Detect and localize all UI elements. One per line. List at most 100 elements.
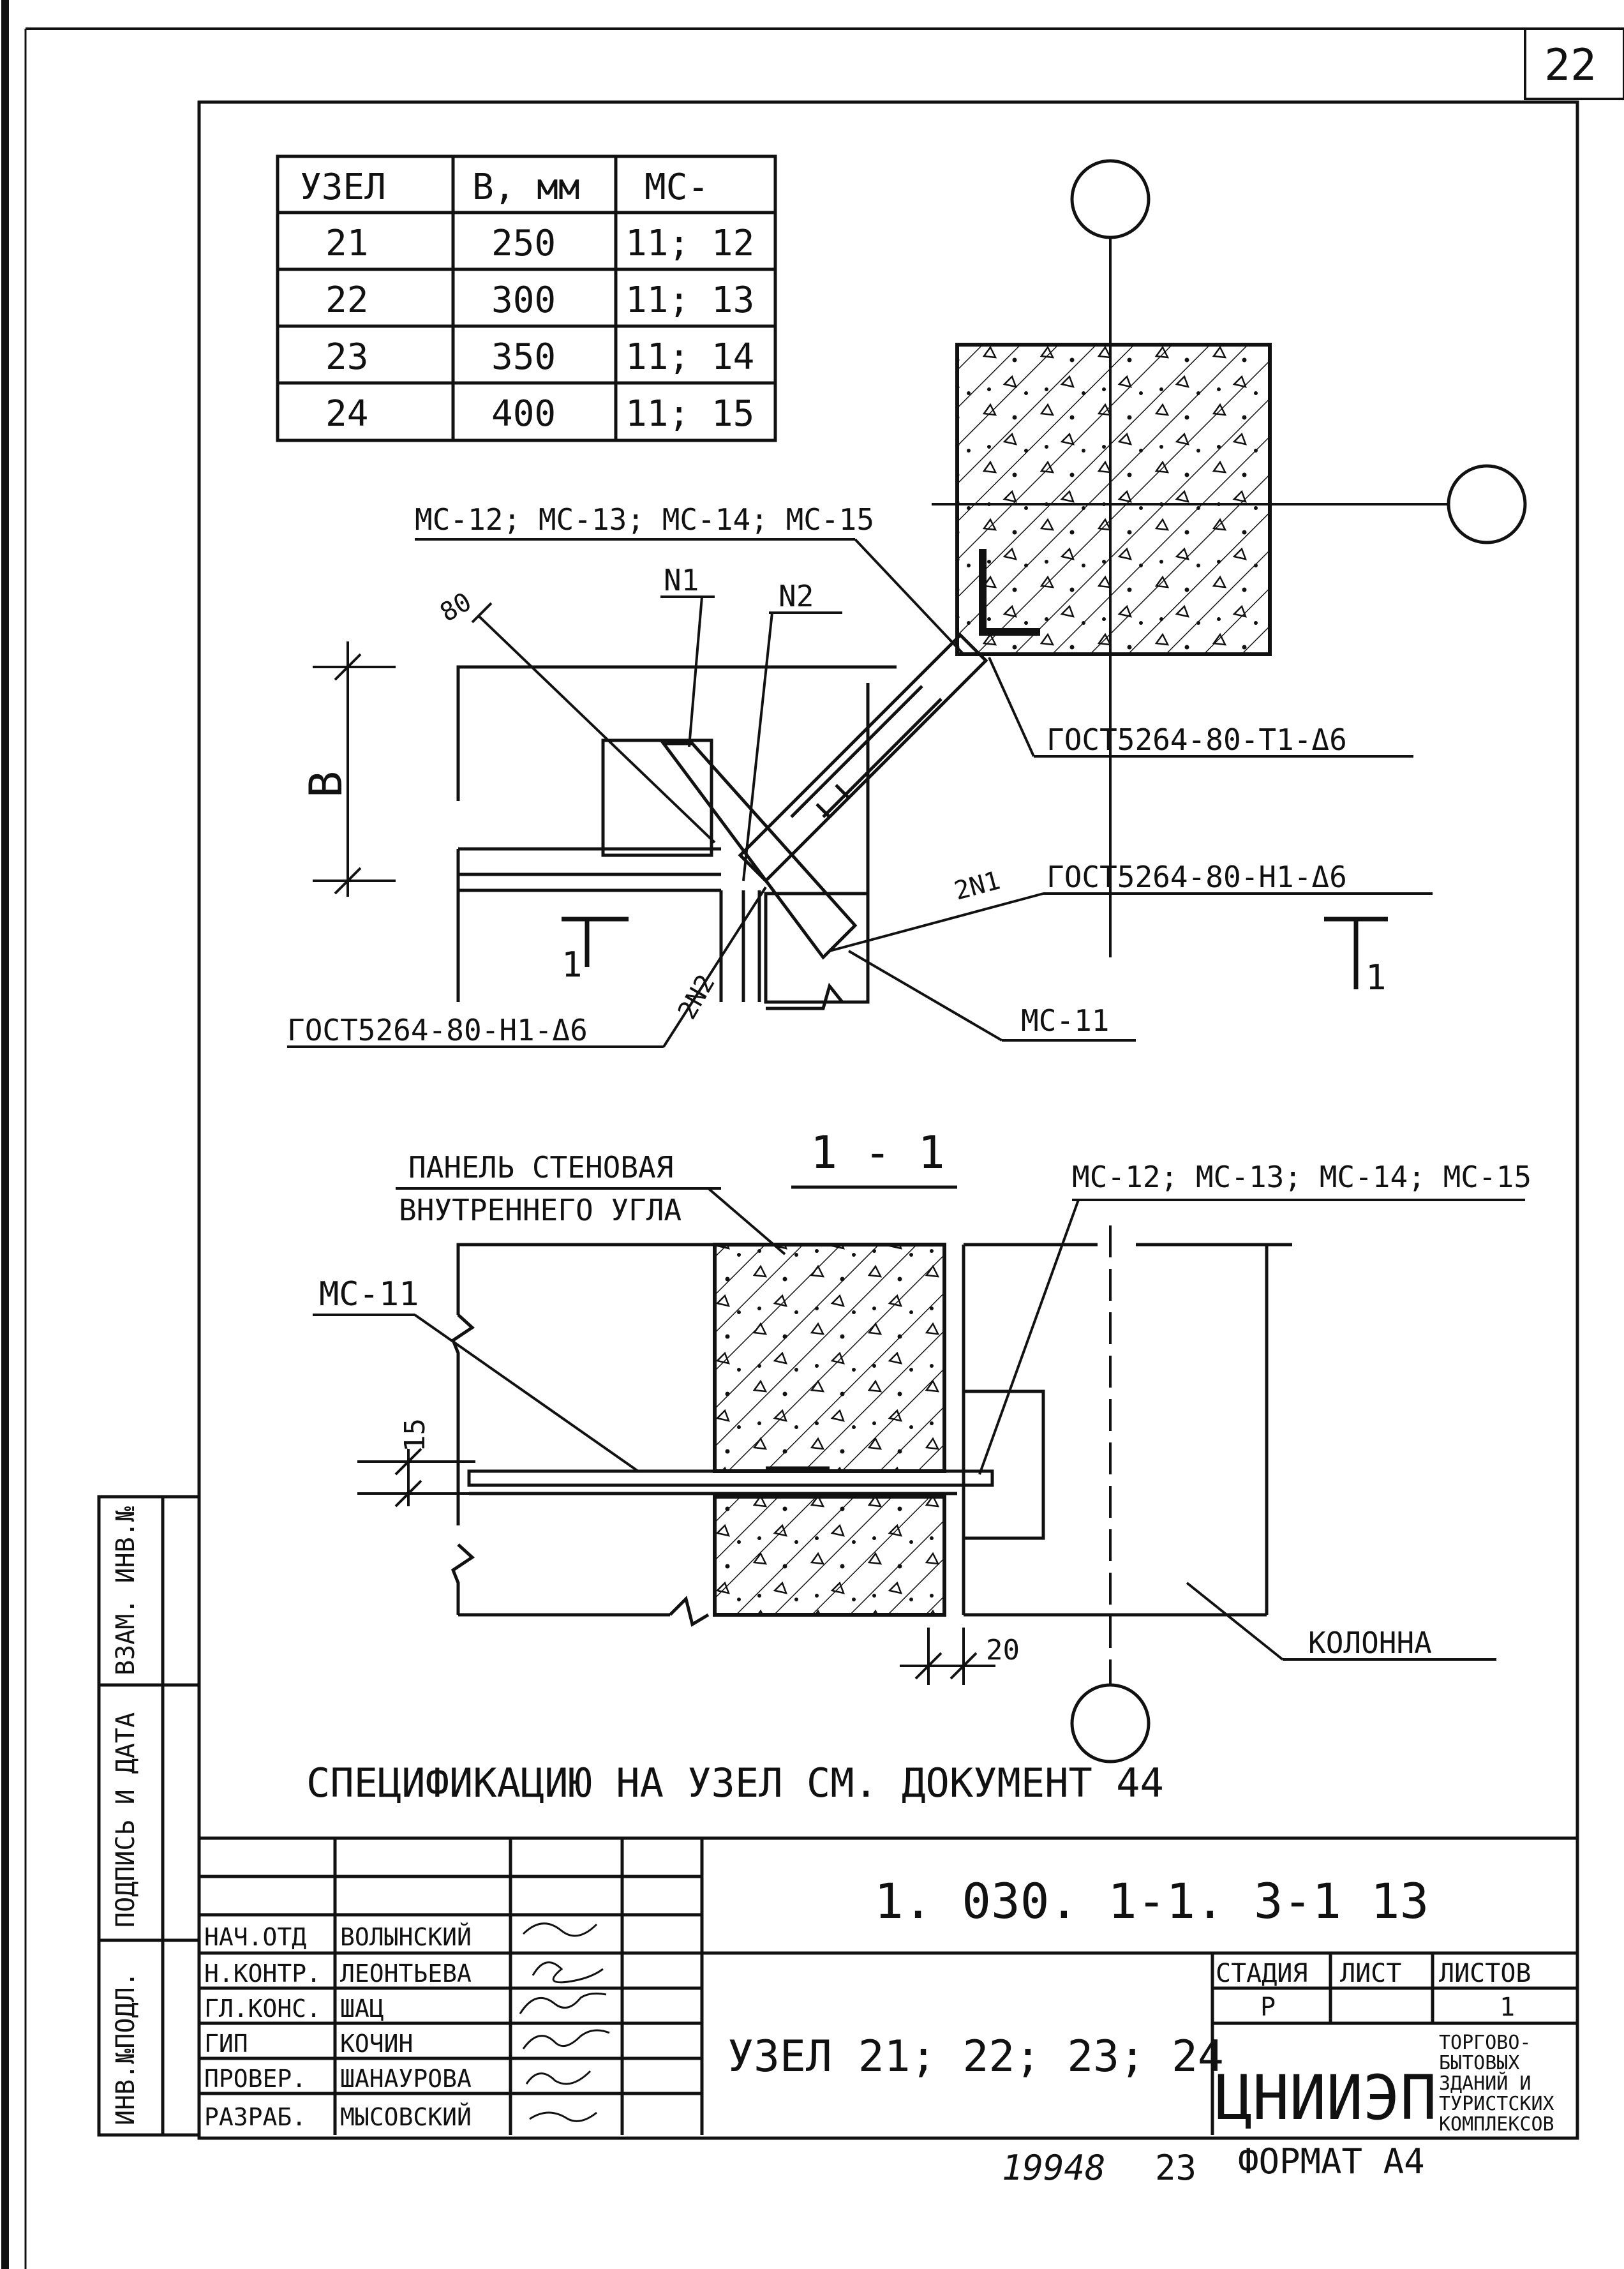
side-stamp-sign: ПОДПИСЬ И ДАТА — [111, 1712, 140, 1928]
label-weld-t1: ГОСТ5264-80-Т1-Δ6 — [1047, 723, 1347, 757]
doc-code: 1. 030. 1-1. 3-1 13 — [874, 1873, 1429, 1929]
role-label: ГЛ.КОНС. — [204, 1995, 321, 2023]
axis-bubble-right — [1447, 464, 1527, 544]
leader-ms11-plan — [847, 950, 1136, 1042]
label-n2: N2 — [778, 579, 814, 613]
plate-ms12-15-plan — [738, 633, 988, 883]
org-sub: ТУРИСТСКИХ — [1439, 2093, 1554, 2115]
table-cell: 23 — [325, 336, 368, 378]
table-header-ms: МС- — [644, 167, 709, 208]
label-weld-bottom: ГОСТ5264-80-Н1-Δ6 — [287, 1013, 588, 1047]
wall-panel-plan — [456, 665, 897, 1010]
stage-header: СТАДИЯ — [1216, 1959, 1308, 1988]
dim-80-label: 80 — [435, 587, 477, 628]
table-cell: 11; 12 — [625, 223, 754, 264]
table-cell: 22 — [325, 280, 368, 321]
dim-b-label: В — [300, 771, 352, 798]
panel-label-1: ПАНЕЛЬ СТЕНОВАЯ — [408, 1150, 673, 1185]
sheet-number: 22 — [1544, 40, 1597, 91]
column-plan — [932, 236, 1449, 957]
table-header-b: В, мм — [472, 167, 580, 208]
table-cell: 11; 15 — [625, 393, 754, 435]
footer-page: 23 — [1155, 2148, 1196, 2188]
label-ms11-section: МС-11 — [319, 1275, 419, 1314]
label-ms12-15-section: МС-12; МС-13; МС-14; МС-15 — [1072, 1160, 1531, 1194]
footer-format: ФОРМАТ А4 — [1238, 2141, 1425, 2182]
title-block — [199, 1836, 1577, 2135]
role-label: ПРОВЕР. — [204, 2065, 306, 2093]
role-name: ВОЛЫНСКИЙ — [340, 1923, 472, 1951]
dim-80-line — [471, 602, 716, 844]
role-name: ШАЦ — [340, 1995, 384, 2023]
role-label: РАЗРАБ. — [204, 2103, 306, 2131]
axis-bubble-bottom — [1070, 1683, 1151, 1764]
role-name: МЫСОВСКИЙ — [340, 2103, 472, 2131]
dim-15-label: 15 — [399, 1418, 431, 1452]
table-cell: 400 — [491, 393, 556, 435]
cut-label-left: 1 — [562, 945, 583, 985]
role-label: НАЧ.ОТД — [204, 1923, 306, 1951]
sheets-header: ЛИСТОВ — [1439, 1959, 1531, 1988]
dim-20-line — [900, 1628, 995, 1685]
plate-section — [467, 1466, 994, 1495]
cut-mark-right — [1324, 917, 1388, 989]
leader-weld-t1 — [988, 657, 1413, 758]
signatures — [519, 1922, 610, 2122]
table-header-node: УЗЕЛ — [300, 167, 386, 208]
org-sub: БЫТОВЫХ — [1439, 2052, 1519, 2074]
leader-ms11-section — [313, 1314, 639, 1472]
org-name: ЦНИИЭП — [1216, 2062, 1437, 2134]
stage-value: Р — [1260, 1993, 1276, 2022]
label-weld-2n1: ГОСТ5264-80-Н1-Δ6 — [1047, 860, 1347, 894]
table-cell: 11; 13 — [625, 280, 754, 321]
org-sub: ЗДАНИЙ И — [1439, 2072, 1531, 2095]
role-name: КОЧИН — [340, 2030, 413, 2058]
label-weld-2n1-mark: 2N1 — [951, 866, 1004, 906]
label-column: КОЛОННА — [1308, 1626, 1432, 1660]
panel-label-2: ВНУТРЕННЕГО УГЛА — [399, 1193, 682, 1227]
cut-label-right: 1 — [1366, 957, 1387, 998]
side-stamp-vzam: ВЗАМ. ИНВ.№ — [111, 1506, 140, 1675]
dim-15-line — [357, 1448, 475, 1508]
leader-n1 — [660, 595, 715, 747]
table-cell: 24 — [325, 393, 368, 435]
column-section — [962, 1243, 1292, 1617]
sheets-value: 1 — [1500, 1993, 1515, 2022]
role-label: Н.КОНТР. — [204, 1959, 321, 1988]
table-cell: 300 — [491, 280, 556, 321]
role-label: ГИП — [204, 2030, 248, 2058]
label-weld-2n2-mark: 2N2 — [673, 970, 721, 1024]
label-ms12-15-plan: МС-12; МС-13; МС-14; МС-15 — [415, 502, 874, 537]
role-name: ШАНАУРОВА — [340, 2065, 472, 2093]
table-cell: 11; 14 — [625, 336, 754, 378]
cut-mark-left — [562, 917, 629, 967]
side-stamp — [97, 1495, 201, 2137]
drawing-title: УЗЕЛ 21; 22; 23; 24 — [727, 2032, 1224, 2082]
axis-bubble-top — [1070, 159, 1151, 239]
role-name: ЛЕОНТЬЕВА — [340, 1959, 472, 1988]
side-stamp-inv: ИНВ.№ПОДЛ. — [111, 1972, 140, 2125]
drawing-frame — [197, 100, 1579, 2140]
dim-20-label: 20 — [986, 1634, 1020, 1666]
label-ms11-plan: МС-11 — [1021, 1003, 1109, 1038]
table-cell: 250 — [491, 223, 556, 264]
sheet-header: ЛИСТ — [1340, 1959, 1401, 1988]
label-n1: N1 — [664, 563, 699, 597]
leader-weld-2n1 — [829, 892, 1433, 952]
leader-column — [1186, 1582, 1496, 1661]
plate-ms11-plan — [660, 742, 858, 960]
section-title: 1 - 1 — [810, 1127, 945, 1179]
org-sub: ТОРГОВО- — [1439, 2032, 1531, 2054]
org-sub: КОМПЛЕКСОВ — [1439, 2113, 1554, 2136]
leader-n2 — [742, 611, 842, 881]
leader-ms12-15-section — [978, 1199, 1525, 1475]
table-cell: 350 — [491, 336, 556, 378]
dim-b-line — [313, 641, 396, 897]
leader-weld-bottom — [287, 886, 767, 1048]
leader-ms12-15-plan — [415, 538, 965, 655]
node-table — [276, 154, 777, 442]
spec-note: СПЕЦИФИКАЦИЮ НА УЗЕЛ СМ. ДОКУМЕНТ 44 — [306, 1760, 1164, 1806]
table-cell: 21 — [325, 223, 368, 264]
